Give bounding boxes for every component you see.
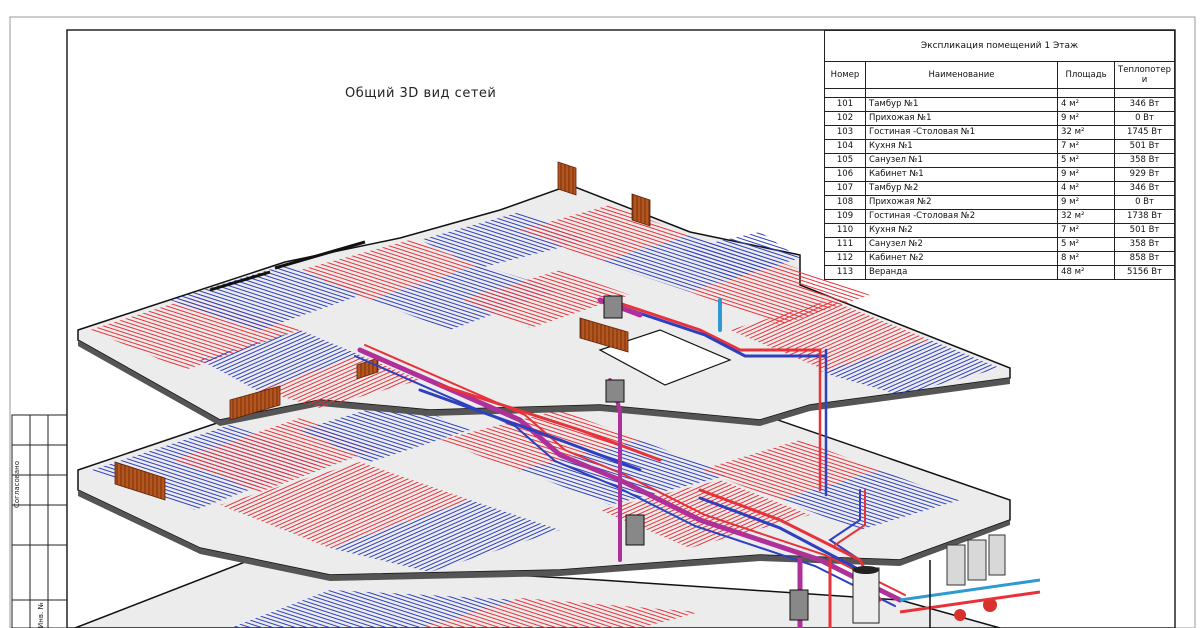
room-explication-table: Экспликация помещений 1 Этаж Номер Наиме…	[824, 30, 1175, 280]
cell-area: 4 м²	[1057, 97, 1116, 112]
col-header-area: Площадь	[1057, 61, 1116, 89]
cell-number: 102	[824, 111, 866, 126]
stamp-label-inventory: Инв. №	[37, 602, 45, 628]
cell-area: 8 м²	[1057, 251, 1116, 266]
cell-heat-loss: 501 Вт	[1114, 223, 1175, 238]
cell-area: 4 м²	[1057, 181, 1116, 196]
cell-name: Кабинет №1	[864, 167, 1059, 182]
cell-name: Гостиная -Столовая №1	[864, 125, 1059, 140]
cell-name: Тамбур №2	[864, 181, 1059, 196]
cell-number: 101	[824, 97, 866, 112]
cell-name: Санузел №2	[864, 237, 1059, 252]
table-caption: Экспликация помещений 1 Этаж	[824, 30, 1175, 62]
cell-heat-loss: 358 Вт	[1114, 153, 1175, 168]
cell-number: 105	[824, 153, 866, 168]
boiler-room	[852, 534, 1041, 628]
cell-heat-loss: 0 Вт	[1114, 195, 1175, 210]
table-spacer-row	[824, 88, 1175, 98]
cell-area: 7 м²	[1057, 223, 1116, 238]
col-header-name: Наименование	[864, 61, 1059, 89]
cell-name: Кухня №2	[864, 223, 1059, 238]
cell-area: 32 м²	[1057, 209, 1116, 224]
table-header-row: Номер Наименование Площадь Теплопотер и	[824, 61, 1175, 89]
cell-name: Веранда	[864, 265, 1059, 280]
cell-name: Прихожая №1	[864, 111, 1059, 126]
cell-number: 110	[824, 223, 866, 238]
cell-name: Прихожая №2	[864, 195, 1059, 210]
cell-area: 9 м²	[1057, 195, 1116, 210]
cell-name: Тамбур №1	[864, 97, 1059, 112]
cell-area: 32 м²	[1057, 125, 1116, 140]
cell-heat-loss: 358 Вт	[1114, 237, 1175, 252]
floor-slab-basement	[74, 559, 1001, 628]
cell-heat-loss: 5156 Вт	[1114, 265, 1175, 280]
cell-heat-loss: 501 Вт	[1114, 139, 1175, 154]
cell-heat-loss: 346 Вт	[1114, 97, 1175, 112]
cell-heat-loss: 858 Вт	[1114, 251, 1175, 266]
cell-number: 113	[824, 265, 866, 280]
sheet-frame	[9, 16, 1196, 628]
cell-name: Санузел №1	[864, 153, 1059, 168]
cell-name: Кухня №1	[864, 139, 1059, 154]
cell-heat-loss: 1738 Вт	[1114, 209, 1175, 224]
approval-stamp	[11, 414, 68, 628]
cell-number: 103	[824, 125, 866, 140]
cell-number: 104	[824, 139, 866, 154]
cell-number: 111	[824, 237, 866, 252]
col-header-heat-loss: Теплопотер и	[1114, 61, 1175, 89]
cell-heat-loss: 0 Вт	[1114, 111, 1175, 126]
cell-number: 108	[824, 195, 866, 210]
drawing-title: Общий 3D вид сетей	[345, 86, 497, 101]
col-header-number: Номер	[824, 61, 866, 89]
cell-heat-loss: 929 Вт	[1114, 167, 1175, 182]
cell-number: 106	[824, 167, 866, 182]
cell-number: 112	[824, 251, 866, 266]
cell-area: 48 м²	[1057, 265, 1116, 280]
cell-area: 5 м²	[1057, 237, 1116, 252]
cell-name: Кабинет №2	[864, 251, 1059, 266]
floor-slab-first	[77, 161, 1011, 426]
cell-heat-loss: 1745 Вт	[1114, 125, 1175, 140]
cell-area: 9 м²	[1057, 111, 1116, 126]
cell-number: 107	[824, 181, 866, 196]
cell-area: 7 м²	[1057, 139, 1116, 154]
cell-name: Гостиная -Столовая №2	[864, 209, 1059, 224]
manifolds	[603, 295, 809, 621]
cell-number: 109	[824, 209, 866, 224]
cell-area: 9 м²	[1057, 167, 1116, 182]
cell-area: 5 м²	[1057, 153, 1116, 168]
cell-heat-loss: 346 Вт	[1114, 181, 1175, 196]
stamp-label-approved: Согласовано	[13, 460, 21, 508]
